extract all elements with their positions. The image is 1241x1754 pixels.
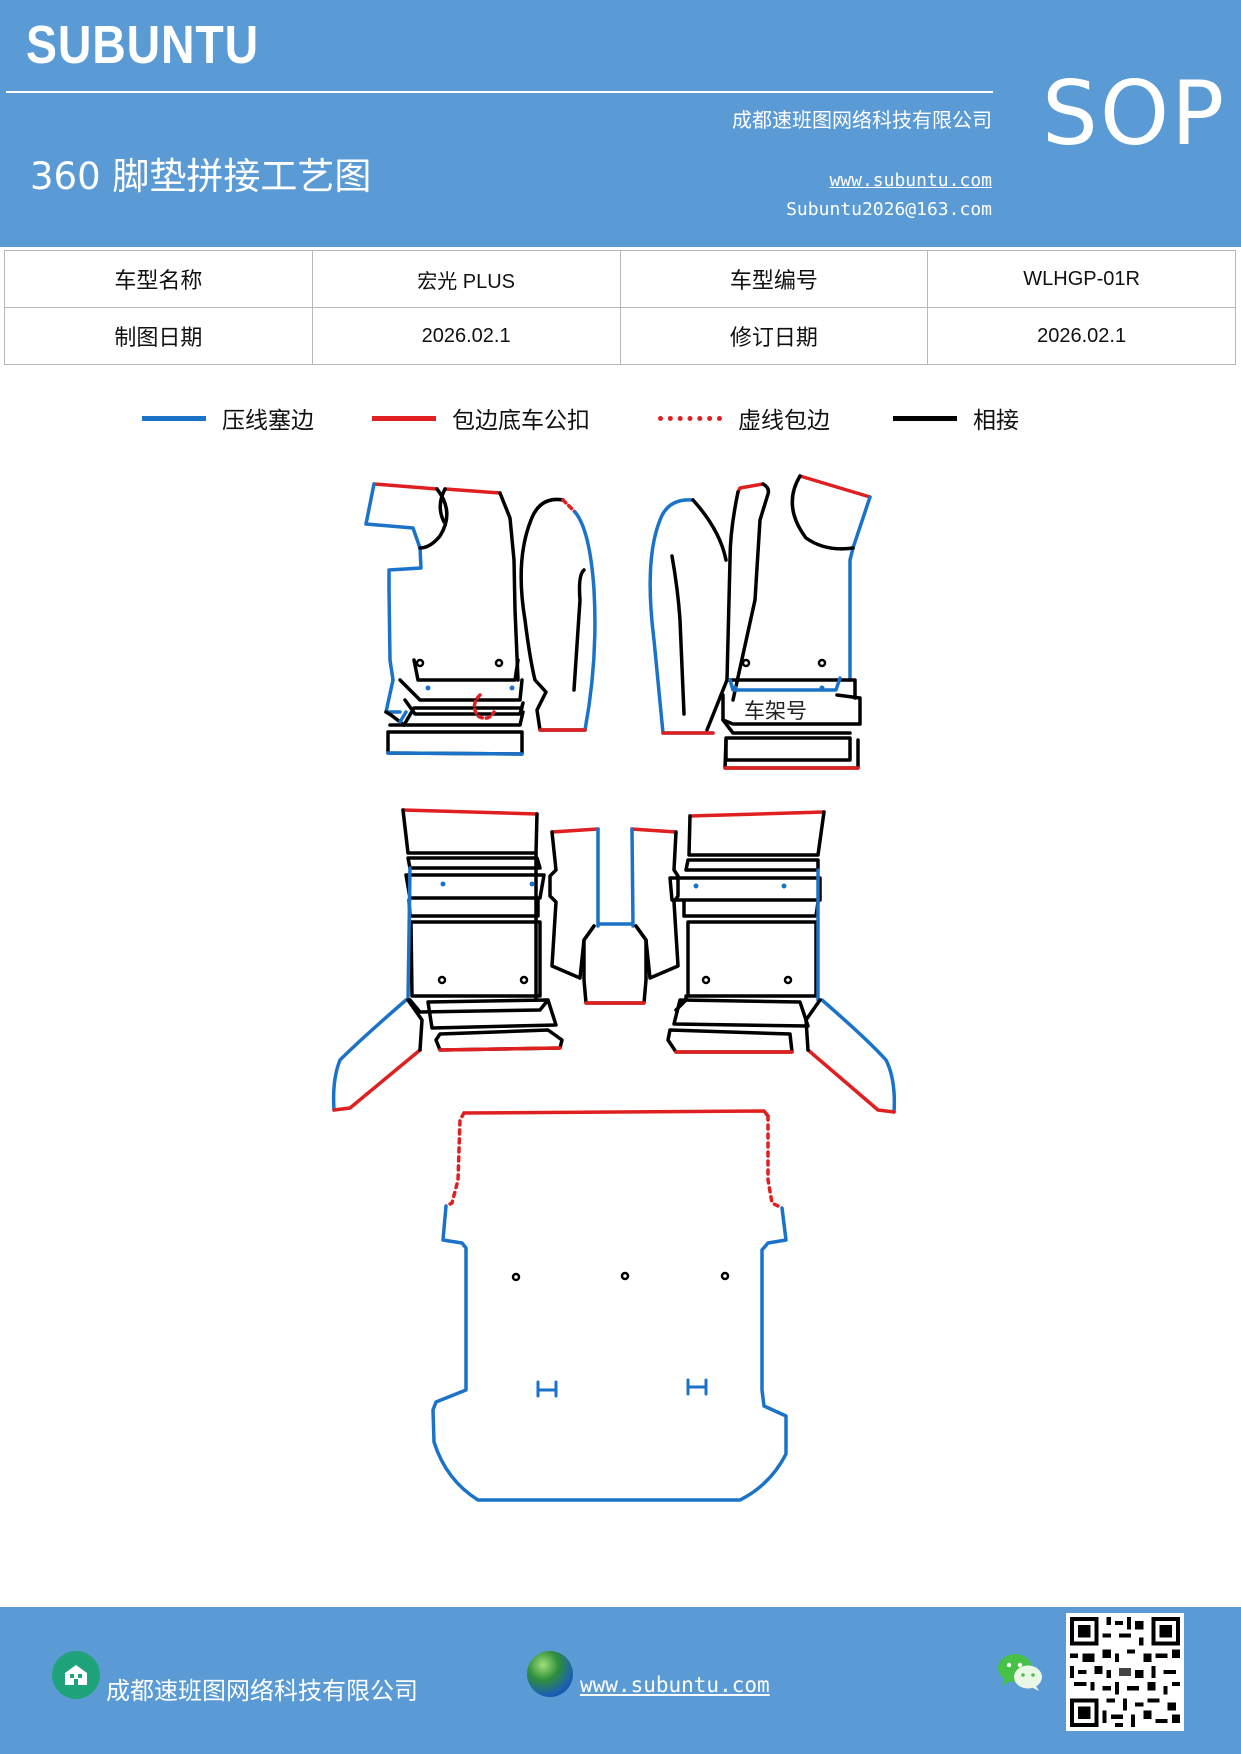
wechat-icon[interactable] [996, 1651, 1044, 1697]
legend: 压线塞边 包边底车公扣 虚线包边 相接 [0, 398, 1241, 438]
legend-item-dotted-edge: 虚线包边 [658, 398, 830, 438]
front-right-mat: 车架号 [648, 474, 872, 770]
model-code-label: 车型编号 [619, 250, 929, 308]
legend-label: 虚线包边 [738, 408, 830, 434]
table-row: 制图日期 2026.02.1 修订日期 2026.02.1 [4, 307, 1236, 365]
footer-company: 成都速班图网络科技有限公司 [106, 1677, 418, 1705]
brand-logo: SUBUNTU [26, 15, 260, 75]
frame-number-label: 车架号 [744, 699, 807, 723]
legend-label: 包边底车公扣 [452, 408, 590, 434]
middle-center-tunnel [548, 827, 680, 1005]
table-row: 车型名称 宏光 PLUS 车型编号 WLHGP-01R [4, 250, 1236, 308]
model-name-value: 宏光 PLUS [311, 250, 621, 308]
header-company: 成都速班图网络科技有限公司 [732, 108, 992, 132]
building-icon [52, 1651, 100, 1699]
legend-label: 相接 [973, 408, 1019, 434]
legend-swatch [658, 415, 722, 421]
sop-label: SOP [1042, 62, 1227, 165]
legend-swatch [142, 415, 206, 421]
globe-icon [527, 1651, 573, 1697]
legend-swatch [372, 415, 436, 421]
model-code-value: WLHGP-01R [927, 250, 1236, 308]
header-banner: SUBUNTU SOP 360 脚垫拼接工艺图 成都速班图网络科技有限公司 ww… [0, 0, 1241, 247]
model-name-label: 车型名称 [4, 250, 313, 308]
draw-date-value: 2026.02.1 [311, 307, 621, 365]
floor-mat-diagram: 车架号 [331, 474, 897, 1502]
document-title: 360 脚垫拼接工艺图 [30, 155, 372, 198]
legend-item-red-edge: 包边底车公扣 [372, 398, 590, 438]
vehicle-info-table: 车型名称 宏光 PLUS 车型编号 WLHGP-01R 制图日期 2026.02… [4, 250, 1236, 365]
rear-mat [431, 1109, 788, 1502]
front-left-mat [364, 482, 597, 756]
header-email[interactable]: Subuntu2026@163.com [786, 199, 992, 220]
middle-left-mat [331, 808, 564, 1112]
legend-label: 压线塞边 [222, 408, 314, 434]
draw-date-label: 制图日期 [4, 307, 313, 365]
header-divider [6, 91, 993, 93]
revise-date-label: 修订日期 [619, 307, 929, 365]
footer-banner: 成都速班图网络科技有限公司 www.subuntu.com [0, 1607, 1241, 1754]
middle-right-mat [666, 810, 897, 1114]
legend-item-press-line: 压线塞边 [142, 398, 314, 438]
header-website-link[interactable]: www.subuntu.com [829, 170, 992, 191]
footer-website-link[interactable]: www.subuntu.com [580, 1673, 770, 1697]
qr-code [1066, 1613, 1184, 1731]
legend-swatch [893, 415, 957, 421]
legend-item-joint: 相接 [893, 398, 1019, 438]
revise-date-value: 2026.02.1 [927, 307, 1236, 365]
